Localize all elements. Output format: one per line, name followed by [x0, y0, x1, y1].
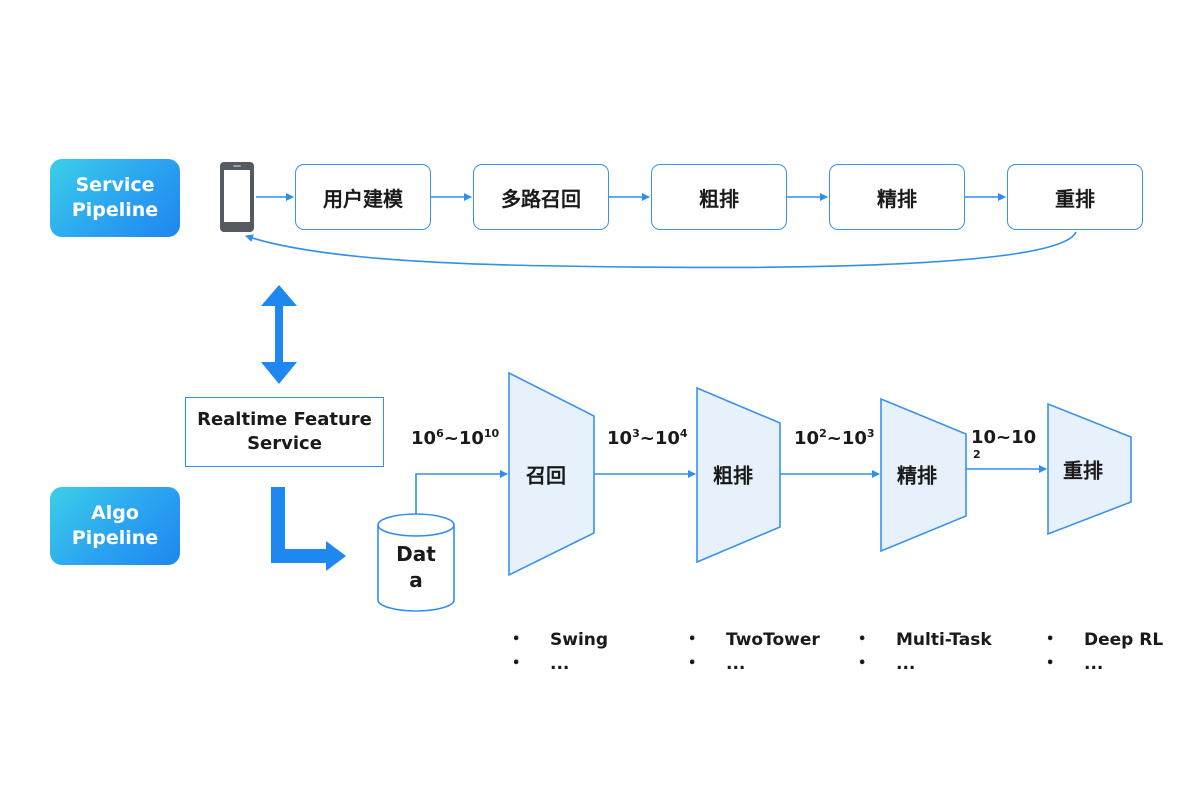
algo-pipeline-label: Algo Pipeline: [50, 487, 180, 565]
bidirectional-arrow-icon: [261, 285, 297, 384]
list-item: •...: [858, 652, 992, 676]
stage-label: 精排: [877, 186, 917, 211]
bullet-icon: •: [512, 656, 521, 671]
service-pipeline-label-line1: Service: [75, 174, 155, 196]
list-item: • Swing: [512, 628, 608, 652]
bullet-icon: •: [1046, 632, 1055, 647]
model-list-coarse-rank: • TwoTower •...: [688, 628, 820, 676]
bullet-icon: •: [688, 632, 697, 647]
stage-label: 粗排: [699, 186, 739, 211]
feature-service-line1: Realtime Feature: [197, 409, 372, 430]
funnel-recall: [508, 371, 595, 577]
model-list-fine-rank: • Multi-Task •...: [858, 628, 992, 676]
stage-label: 重排: [1055, 186, 1095, 211]
scale-separator: ~: [639, 428, 655, 449]
funnels: [508, 371, 1132, 577]
scale-exponent: 10: [483, 427, 500, 440]
scale-label-coarse-input: 103~104: [607, 427, 688, 449]
stage-rerank: 重排: [1007, 164, 1143, 230]
model-name: ...: [550, 654, 570, 674]
bullet-icon: •: [1046, 656, 1055, 671]
model-list-recall: • Swing •...: [512, 628, 608, 676]
funnel-label-fine-rank: 精排: [897, 463, 937, 488]
algo-pipeline-label-line2: Pipeline: [71, 527, 159, 549]
stage-coarse-rank: 粗排: [651, 164, 787, 230]
scale-exponent: 2: [819, 427, 827, 440]
scale-base: 10: [654, 428, 680, 449]
data-label-line2: a: [409, 568, 423, 592]
stage-fine-rank: 精排: [829, 164, 965, 230]
feedback-curve-arrow: [245, 231, 1077, 269]
smartphone-icon: [220, 162, 254, 232]
scale-separator: ~: [443, 428, 459, 449]
list-item: •...: [1046, 652, 1163, 676]
model-name: ...: [896, 654, 916, 674]
connector-data-to-recall: [415, 470, 508, 514]
algo-pipeline-label-line1: Algo: [91, 502, 139, 524]
list-item: •...: [512, 652, 608, 676]
stage-multi-recall: 多路召回: [473, 164, 609, 230]
model-name: Multi-Task: [896, 630, 992, 650]
funnel-label-rerank: 重排: [1063, 458, 1103, 483]
model-name: TwoTower: [726, 630, 820, 650]
scale-exponent: 3: [632, 427, 640, 440]
funnel-rerank: [1047, 402, 1132, 536]
scale-exponent: 4: [679, 427, 688, 440]
list-item: • Deep RL: [1046, 628, 1163, 652]
scale-text: 10~10: [971, 427, 1037, 448]
funnel-coarse-rank: [696, 386, 781, 564]
bullet-icon: •: [688, 656, 697, 671]
bullet-icon: •: [858, 656, 867, 671]
model-name: Swing: [550, 630, 609, 650]
database-icon: [377, 513, 455, 612]
scale-separator: ~: [826, 428, 842, 449]
scale-label-rerank-subscript: 2: [973, 448, 981, 461]
scale-label-rerank-input: 10~10: [971, 427, 1036, 448]
model-name: Deep RL: [1084, 630, 1164, 650]
scale-base: 10: [607, 428, 633, 449]
stage-user-modeling: 用户建模: [295, 164, 431, 230]
service-connectors: [245, 193, 1077, 269]
data-store-label: Dat a: [378, 541, 454, 593]
stage-label: 用户建模: [323, 186, 403, 211]
scale-exponent: 3: [866, 427, 875, 440]
service-pipeline-label: Service Pipeline: [50, 159, 180, 237]
funnel-label-recall: 召回: [526, 463, 566, 488]
list-item: •...: [688, 652, 820, 676]
bent-arrow-icon: [271, 487, 346, 571]
service-pipeline-label-line2: Pipeline: [71, 199, 159, 221]
scale-base: 10: [794, 428, 820, 449]
scale-label-fine-input: 102~103: [794, 427, 875, 449]
bullet-icon: •: [512, 632, 521, 647]
scale-exponent: 6: [436, 427, 444, 440]
feature-service-line2: Service: [247, 433, 322, 454]
scale-label-recall-input: 106~1010: [411, 427, 499, 449]
model-list-rerank: • Deep RL •...: [1046, 628, 1163, 676]
funnel-label-coarse-rank: 粗排: [713, 463, 753, 488]
bullet-icon: •: [858, 632, 867, 647]
realtime-feature-service: Realtime Feature Service: [185, 397, 384, 467]
scale-base: 10: [841, 428, 867, 449]
list-item: • Multi-Task: [858, 628, 992, 652]
model-name: ...: [1084, 654, 1104, 674]
data-label-line1: Dat: [396, 542, 436, 566]
funnel-fine-rank: [880, 397, 967, 553]
list-item: • TwoTower: [688, 628, 820, 652]
scale-base: 10: [458, 428, 484, 449]
scale-base: 10: [411, 428, 437, 449]
model-name: ...: [726, 654, 746, 674]
algo-connectors: [415, 465, 1047, 514]
stage-label: 多路召回: [501, 186, 581, 211]
